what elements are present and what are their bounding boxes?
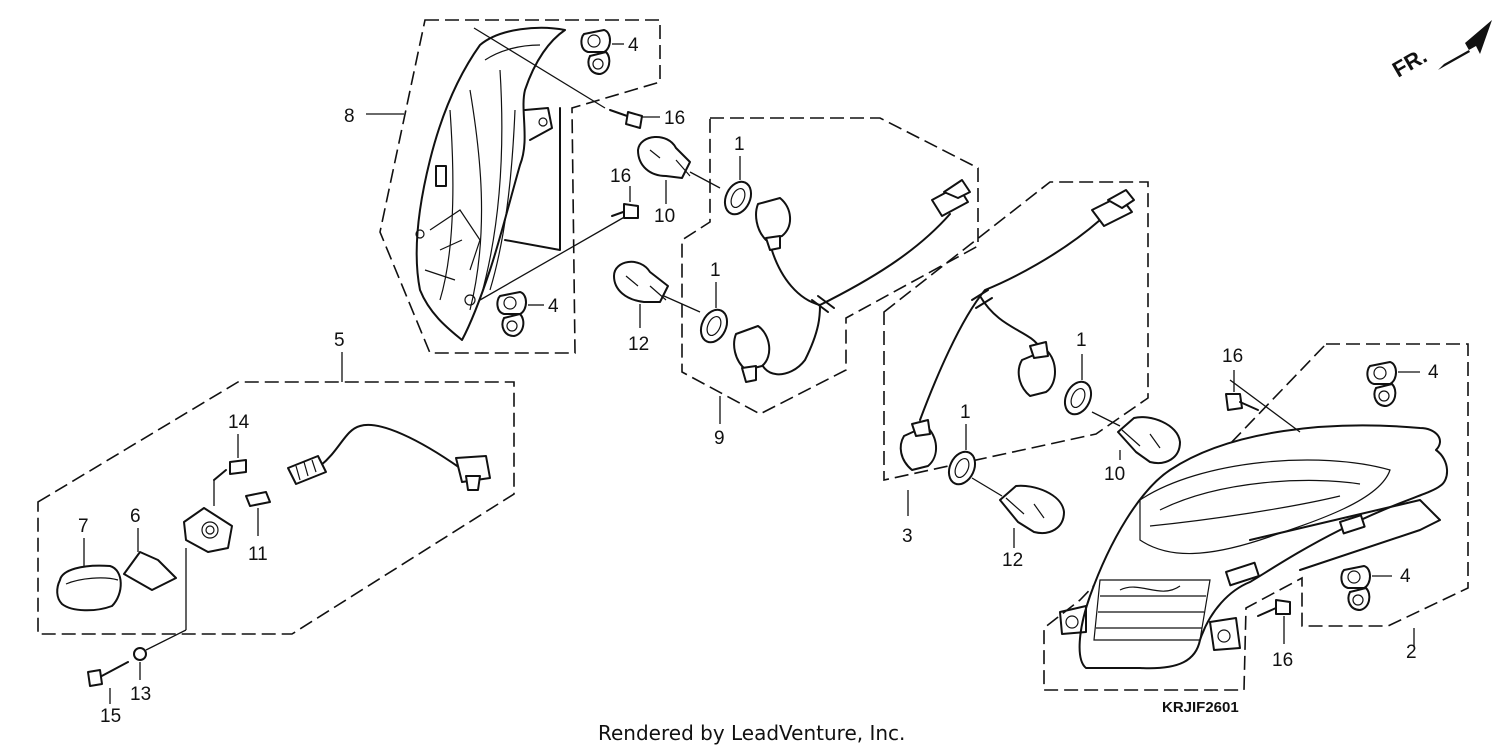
credit-line: Rendered by LeadVenture, Inc. [598, 721, 905, 745]
group-2-boundary [1043, 343, 1469, 691]
callout-5: 5 [334, 330, 345, 351]
arrow-icon [1438, 20, 1492, 70]
group-3-boundary [883, 181, 1149, 481]
callout-9: 9 [714, 428, 725, 449]
callout-6: 6 [130, 506, 141, 527]
callout-1: 1 [960, 402, 971, 423]
callout-15: 15 [100, 706, 121, 727]
callout-16: 16 [1272, 650, 1293, 671]
callout-4: 4 [1428, 362, 1439, 383]
callout-1: 1 [734, 134, 745, 155]
group-8-boundary [379, 19, 661, 354]
front-direction-indicator: FR. [1388, 20, 1492, 82]
group-9-boundary [681, 117, 979, 415]
callout-4: 4 [548, 296, 559, 317]
front-lens-housing [415, 26, 566, 341]
callout-1: 1 [1076, 330, 1087, 351]
callout-12: 12 [628, 334, 649, 355]
callout-16: 16 [664, 108, 685, 129]
screw-16-upper [609, 109, 660, 129]
direction-label: FR. [1388, 43, 1431, 82]
screw-16-right-bottom [1257, 599, 1291, 644]
grommet-4-mid [496, 291, 544, 337]
callout-2: 2 [1406, 642, 1417, 663]
callout-8: 8 [344, 106, 355, 127]
seal-1-lower [699, 282, 729, 344]
callout-12: 12 [1002, 550, 1023, 571]
callout-4: 4 [628, 35, 639, 56]
screw-16-middle [611, 186, 639, 219]
bulb-10-right [1091, 411, 1181, 464]
callout-1: 1 [710, 260, 721, 281]
grommet-4-top [580, 29, 624, 75]
callout-11: 11 [248, 544, 268, 565]
callout-labels: 4 16 8 16 1 10 1 4 12 5 9 1 1 10 3 12 16… [78, 35, 1439, 727]
seal-1-upper [723, 156, 753, 216]
screw-16-right-top [1225, 370, 1259, 411]
group-socket-harness-rear [883, 181, 1149, 516]
callout-4: 4 [1400, 566, 1411, 587]
callout-13: 13 [130, 684, 151, 705]
bulb-12-upper [613, 261, 701, 328]
callout-10: 10 [1104, 464, 1125, 485]
group-socket-harness-front [681, 117, 979, 424]
grommet-4-right-top [1366, 361, 1420, 407]
callout-3: 3 [902, 526, 913, 547]
callout-10: 10 [654, 206, 675, 227]
bulb-12-right [971, 477, 1065, 548]
group-front-lens-right [1043, 343, 1469, 691]
callout-16: 16 [1222, 346, 1243, 367]
group-5-boundary [37, 381, 515, 635]
seal-1-right-upper [1063, 354, 1093, 416]
diagram-code: KRJIF2601 [1162, 699, 1239, 716]
callout-14: 14 [228, 412, 250, 433]
bulb-10-upper [637, 136, 721, 204]
grommet-4-right-bottom [1340, 565, 1392, 611]
group-front-lens-left [366, 19, 661, 354]
callout-16: 16 [610, 166, 631, 187]
group-license-light [37, 352, 515, 704]
rear-lens-housing [1078, 424, 1448, 670]
callout-7: 7 [78, 516, 89, 537]
seal-1-right-lower [947, 424, 977, 486]
